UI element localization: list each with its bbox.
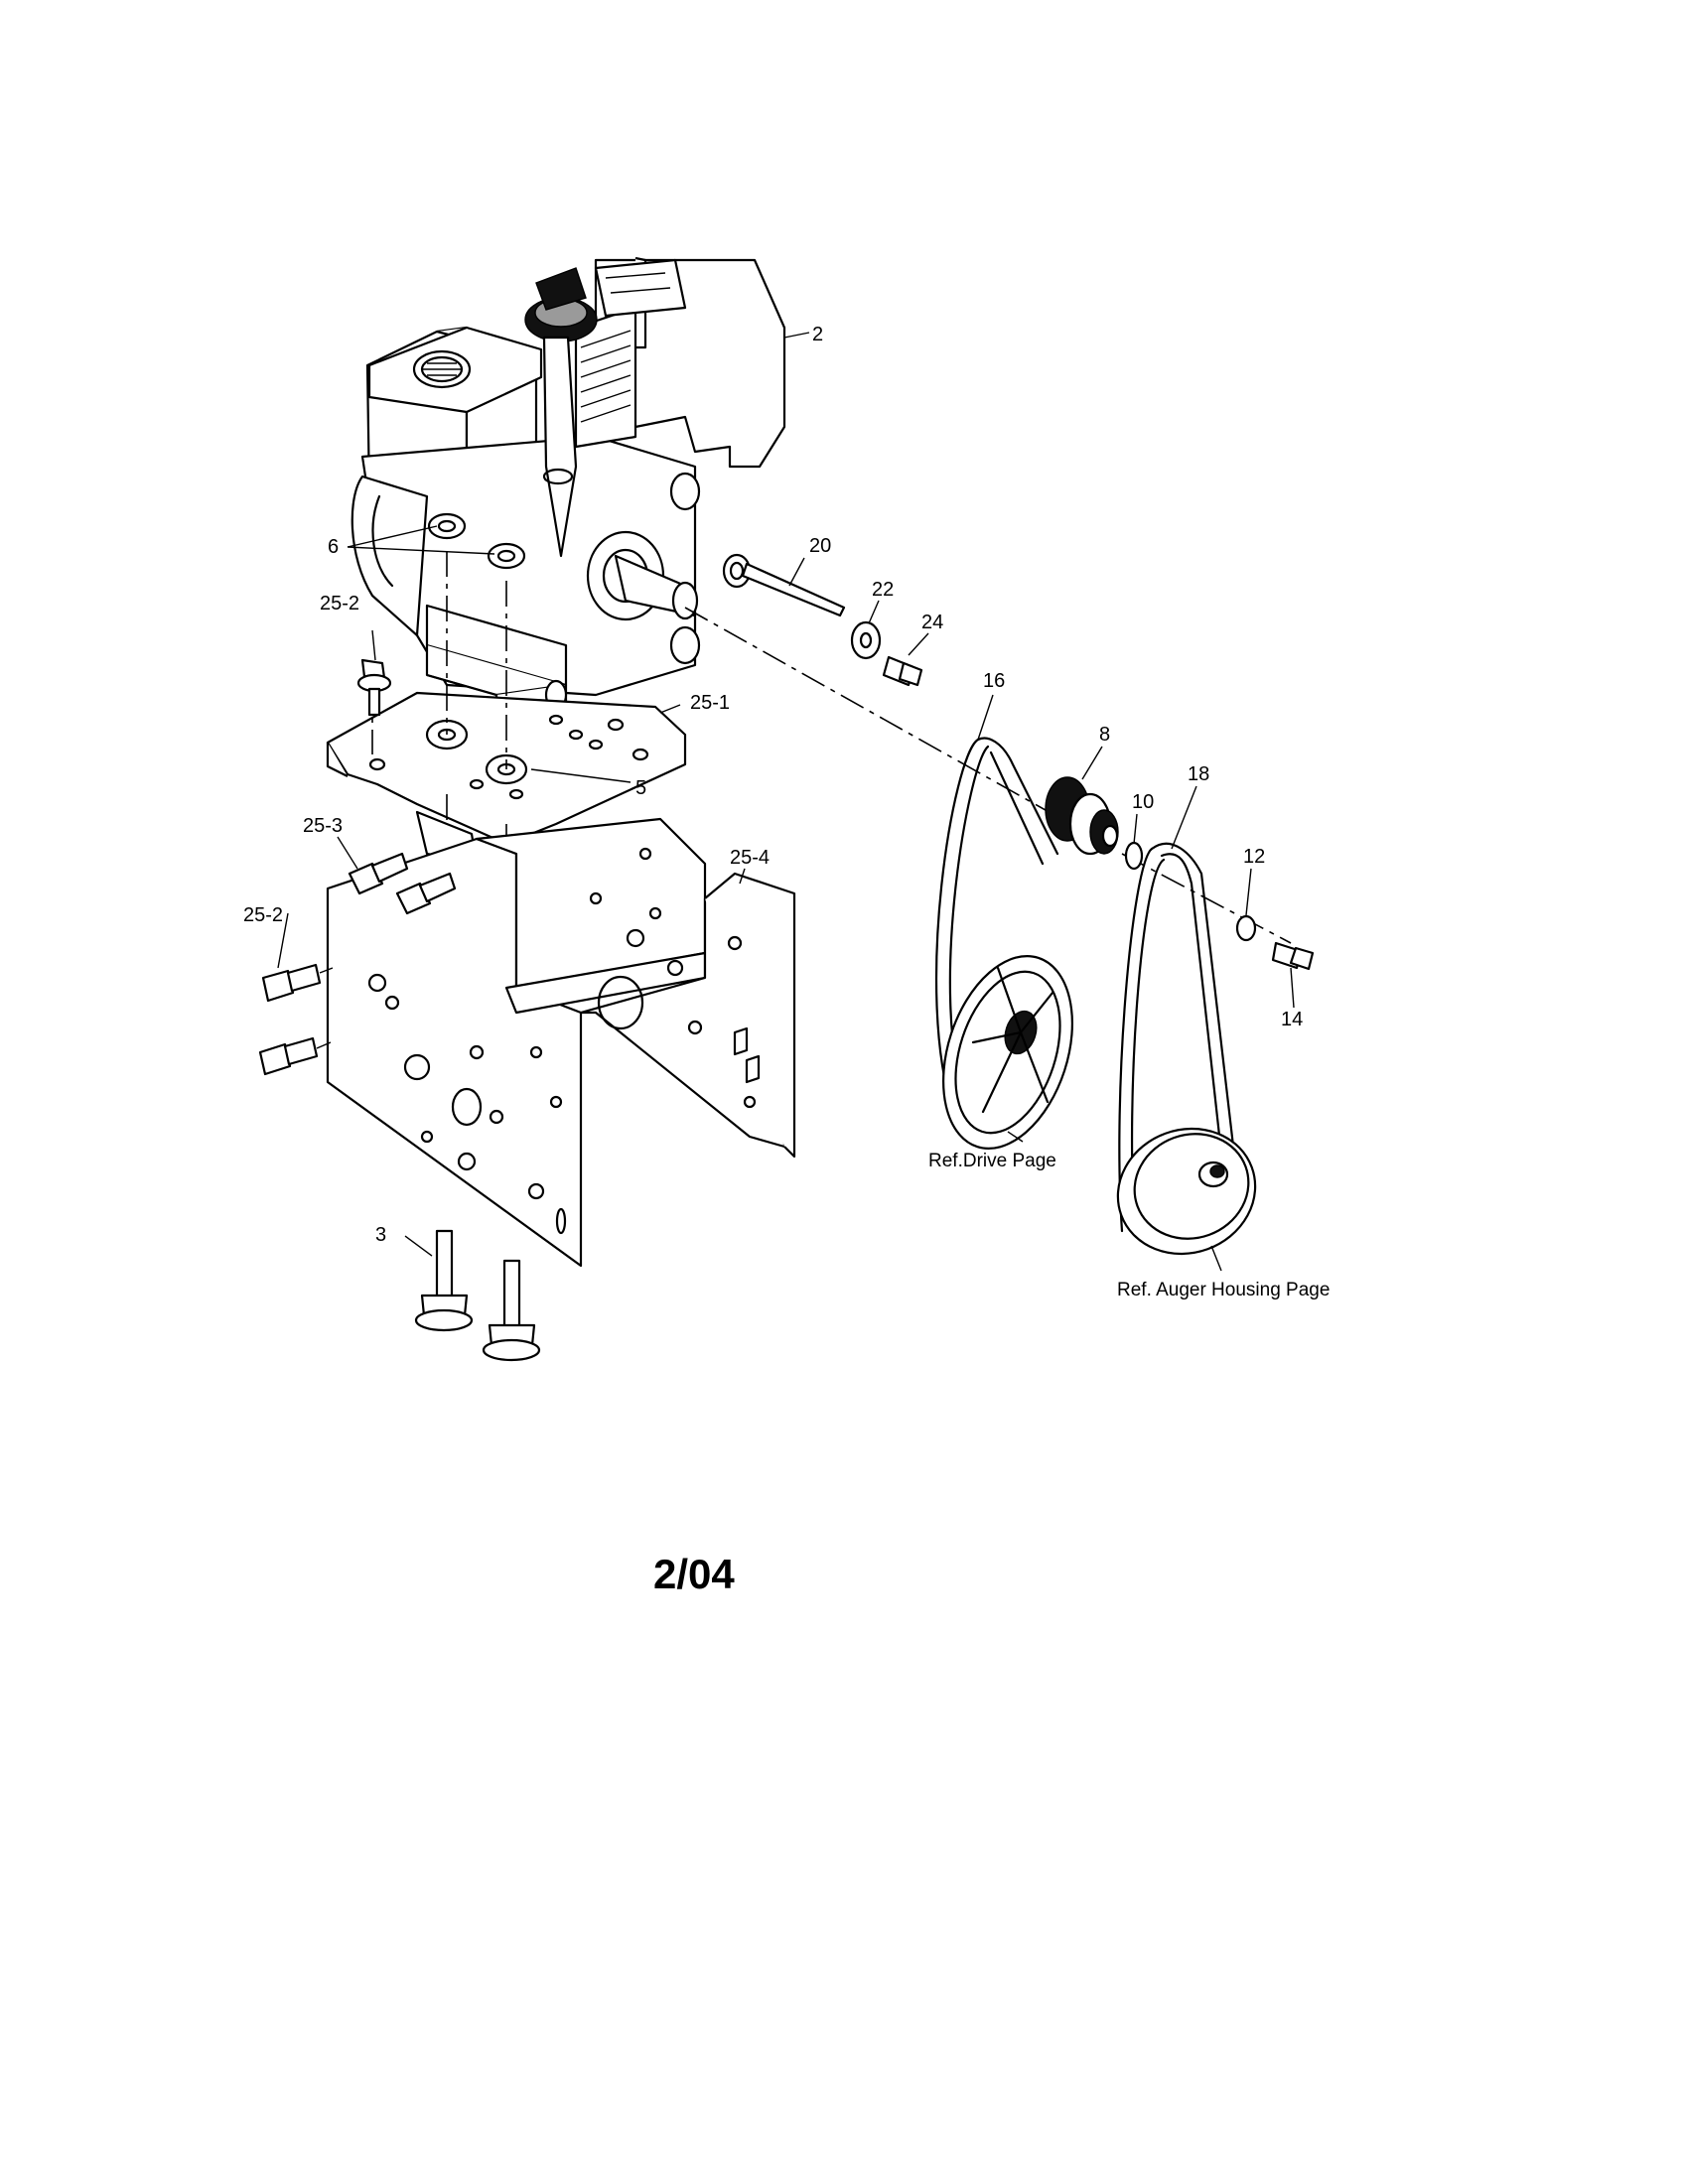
shaft-hardware [722, 553, 923, 687]
ref-auger-housing-page: Ref. Auger Housing Page [1117, 1280, 1330, 1300]
bolt-25-2-top [356, 658, 392, 717]
date-code: 2/04 [653, 1551, 735, 1597]
center-line-shaft [684, 607, 1053, 815]
callout-20: 20 [809, 535, 831, 557]
callout-8: 8 [1099, 724, 1110, 746]
center-line-pulley [1121, 853, 1292, 944]
auger-belt-assembly [1116, 842, 1257, 1256]
callout-22: 22 [872, 579, 894, 601]
callout-25-2-top: 25-2 [320, 593, 359, 614]
pulley-8 [1045, 776, 1119, 856]
callout-10: 10 [1132, 791, 1154, 813]
washer-12 [1235, 914, 1257, 942]
callout-labels: 2 6 20 22 24 16 8 18 10 12 14 25-2 25-1 … [243, 324, 1303, 1246]
callout-2: 2 [812, 324, 823, 345]
callout-25-2-side: 25-2 [243, 904, 283, 926]
callout-5: 5 [635, 777, 646, 799]
ref-drive-page: Ref.Drive Page [928, 1151, 1056, 1171]
washer-10 [1124, 841, 1144, 871]
callout-18: 18 [1188, 763, 1209, 785]
callout-14: 14 [1281, 1009, 1303, 1030]
drive-belt-assembly [934, 737, 1073, 1150]
callout-25-4: 25-4 [730, 847, 770, 869]
callout-6: 6 [328, 536, 339, 558]
callout-3: 3 [375, 1224, 386, 1246]
bolts-25-2-side [258, 963, 334, 1076]
carriage-bolts-3 [414, 1229, 541, 1362]
engine-assembly [351, 256, 786, 727]
callout-16: 16 [983, 670, 1005, 692]
bolts-25-3 [348, 852, 457, 915]
frame-panels [326, 810, 796, 1268]
callout-25-3: 25-3 [303, 815, 343, 837]
callout-12: 12 [1243, 846, 1265, 868]
bolt-14 [1271, 941, 1315, 971]
callout-24: 24 [921, 612, 943, 633]
leader-lines [277, 332, 1295, 1272]
callout-25-1: 25-1 [690, 692, 730, 714]
